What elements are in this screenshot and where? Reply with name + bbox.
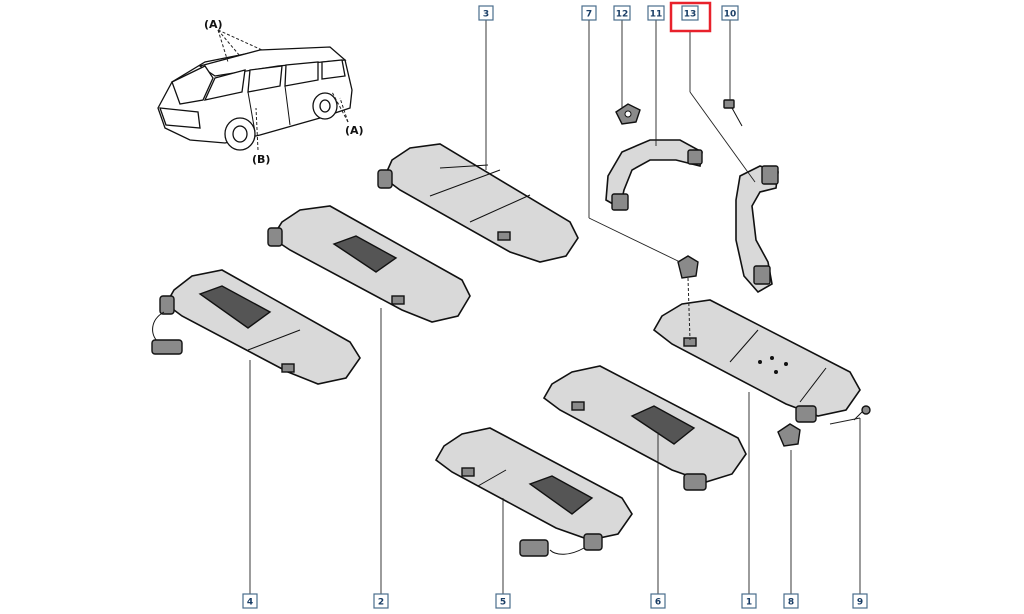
view-label-a-side: (A)	[345, 124, 364, 137]
callout-8[interactable]: 8	[783, 593, 799, 609]
callout-7[interactable]: 7	[581, 5, 597, 21]
svg-text:6: 6	[655, 598, 661, 608]
svg-text:3: 3	[483, 10, 489, 20]
part-8-clip	[777, 423, 801, 447]
svg-text:2: 2	[378, 598, 384, 608]
part-11-grab-handle	[605, 139, 703, 211]
part-10-screw	[723, 99, 743, 127]
callout-3[interactable]: 3	[478, 5, 494, 21]
callout-13-highlight	[669, 1, 712, 33]
svg-text:1: 1	[746, 598, 752, 608]
callout-10[interactable]: 10	[721, 5, 739, 21]
part-9-screw	[853, 405, 871, 421]
view-label-a-top: (A)	[204, 18, 223, 31]
part-3-sun-visor	[377, 143, 579, 263]
vehicle-illustration	[157, 29, 353, 151]
part-6-sun-visor	[542, 365, 747, 491]
callout-5[interactable]: 5	[495, 593, 511, 609]
callout-1[interactable]: 1	[741, 593, 757, 609]
svg-text:9: 9	[857, 598, 863, 608]
callout-12[interactable]: 12	[613, 5, 631, 21]
svg-text:4: 4	[247, 598, 253, 608]
svg-text:7: 7	[586, 10, 592, 20]
callout-9[interactable]: 9	[852, 593, 868, 609]
callout-11[interactable]: 11	[647, 5, 665, 21]
part-1-sun-visor	[652, 299, 861, 423]
svg-text:13: 13	[684, 10, 697, 20]
callout-4[interactable]: 4	[242, 593, 258, 609]
part-5-sun-visor	[434, 427, 633, 557]
part-12-clip	[615, 103, 641, 125]
svg-text:8: 8	[788, 598, 794, 608]
part-7-clip	[677, 255, 699, 279]
callout-13[interactable]: 13	[681, 5, 699, 21]
part-2-sun-visor	[267, 205, 471, 323]
view-label-b: (B)	[252, 153, 270, 166]
svg-text:12: 12	[616, 10, 629, 20]
part-4-sun-visor	[151, 269, 361, 385]
part-13-grab-handle	[735, 165, 779, 294]
callout-2[interactable]: 2	[373, 593, 389, 609]
leader-lines	[249, 20, 861, 594]
svg-text:10: 10	[724, 10, 737, 20]
svg-text:5: 5	[500, 598, 506, 608]
svg-text:11: 11	[650, 10, 663, 20]
callout-6[interactable]: 6	[650, 593, 666, 609]
